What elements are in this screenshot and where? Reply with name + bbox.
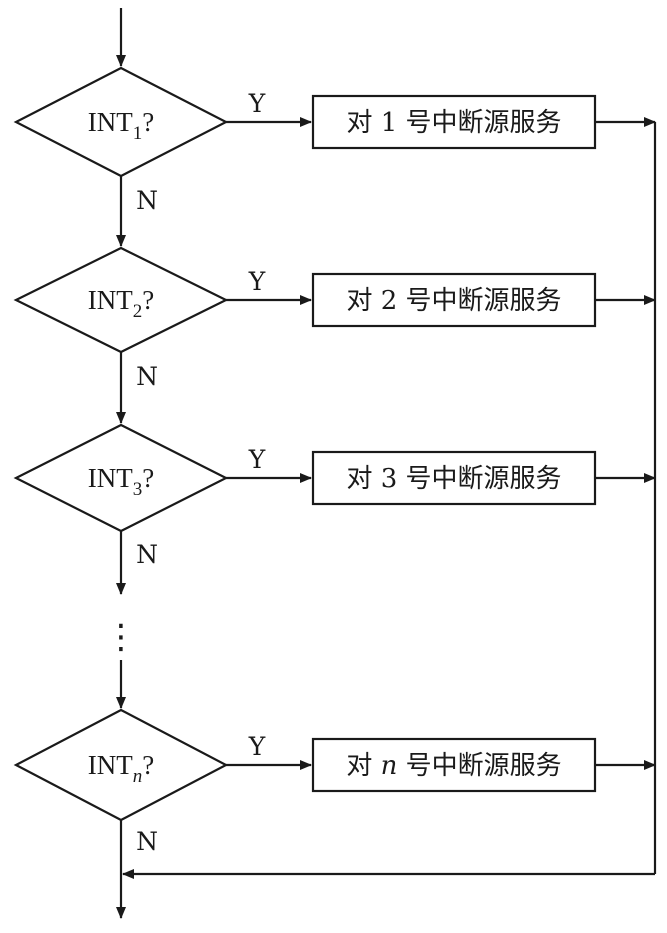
- service-prefix: 对: [346, 751, 380, 781]
- service-suffix: 号中断源服务: [397, 464, 561, 494]
- condition-prefix: INT: [88, 463, 133, 493]
- condition-suffix: ?: [142, 285, 154, 315]
- service-number: 1: [381, 108, 398, 138]
- decision-condition-2: INT2?: [88, 285, 154, 322]
- service-label-1: 对 1 号中断源服务: [346, 108, 561, 138]
- service-number: n: [381, 751, 398, 781]
- service-suffix: 号中断源服务: [397, 286, 561, 316]
- no-label-1: N: [136, 186, 158, 215]
- decision-group-n: INTn? Y 对 n 号中断源服务 N: [13, 708, 656, 919]
- service-box-1: [311, 94, 597, 150]
- condition-suffix: ?: [142, 463, 154, 493]
- no-label-2: N: [136, 362, 158, 391]
- service-label-n: 对 n 号中断源服务: [346, 751, 561, 781]
- yes-label-n: Y: [248, 732, 266, 761]
- decision-group-2: INT2? Y 对 2 号中断源服务 N: [13, 246, 656, 424]
- service-number: 3: [381, 464, 398, 494]
- decision-group-3: INT3? Y 对 3 号中断源服务 N: [13, 423, 656, 595]
- yes-label-2: Y: [248, 267, 266, 296]
- decision-condition-1: INT1?: [88, 107, 154, 144]
- continuation-ellipsis: ⋮: [104, 617, 138, 657]
- condition-subscript: 2: [133, 301, 143, 322]
- no-label-3: N: [136, 540, 158, 569]
- service-suffix: 号中断源服务: [397, 751, 561, 781]
- service-prefix: 对: [346, 108, 380, 138]
- service-box-3: [311, 450, 597, 506]
- condition-subscript: n: [133, 766, 143, 787]
- condition-suffix: ?: [142, 750, 154, 780]
- condition-subscript: 3: [133, 479, 143, 500]
- decision-group-1: INT1? Y 对 1 号中断源服务 N: [13, 66, 656, 247]
- no-label-n: N: [136, 827, 158, 856]
- service-suffix: 号中断源服务: [397, 108, 561, 138]
- condition-prefix: INT: [88, 750, 133, 780]
- service-box-n: [311, 737, 597, 793]
- condition-subscript: 1: [133, 123, 143, 144]
- condition-prefix: INT: [88, 285, 133, 315]
- condition-suffix: ?: [142, 107, 154, 137]
- yes-label-1: Y: [248, 89, 266, 118]
- decision-condition-3: INT3?: [88, 463, 154, 500]
- service-prefix: 对: [346, 286, 380, 316]
- service-label-2: 对 2 号中断源服务: [346, 286, 561, 316]
- decision-condition-n: INTn?: [88, 750, 154, 787]
- condition-prefix: INT: [88, 107, 133, 137]
- service-box-2: [311, 272, 597, 328]
- service-prefix: 对: [346, 464, 380, 494]
- service-label-3: 对 3 号中断源服务: [346, 464, 561, 494]
- service-number: 2: [381, 286, 398, 316]
- yes-label-3: Y: [248, 445, 266, 474]
